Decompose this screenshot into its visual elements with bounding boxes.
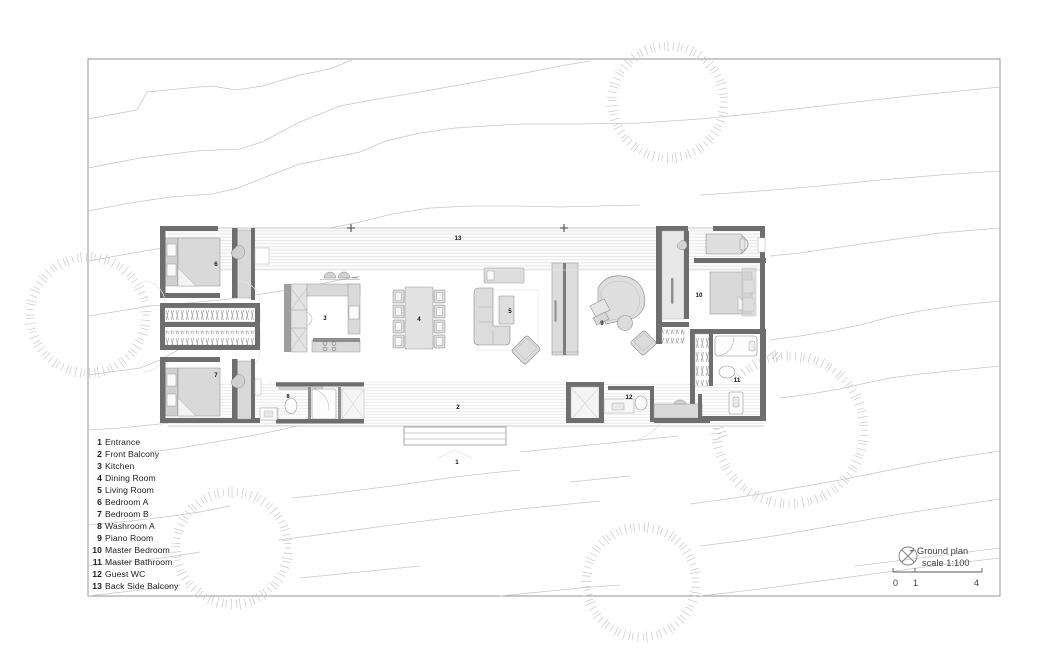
scale-tick-4: 4 [974, 578, 980, 588]
room-label-guest-wc: 12 [626, 394, 633, 401]
room-label-piano-room: 9 [600, 320, 604, 327]
legend-item-label: Back Side Balcony [105, 580, 179, 591]
legend-item-number: 1 [97, 437, 102, 447]
legend-item-number: 11 [92, 556, 102, 567]
legend-item-number: 13 [92, 580, 102, 591]
scale-bar-labels: 0 1 4 [893, 578, 983, 592]
tree-symbol [711, 351, 869, 509]
legend-item-number: 12 [92, 568, 102, 579]
room-label-washroom-a: 8 [286, 394, 289, 400]
tree-symbol [606, 40, 729, 164]
room-label-back-side-balcony: 13 [455, 235, 462, 242]
room-label-bedroom-b: 7 [214, 372, 218, 379]
legend-item-label: Master Bedroom [105, 544, 170, 555]
drawing-scale: scale 1:100 [922, 558, 970, 568]
kitchen [284, 271, 361, 353]
sheet-border [87, 58, 1001, 597]
scale-bar [892, 568, 983, 573]
entrance-steps [403, 426, 507, 459]
piano-room [589, 275, 657, 356]
legend-item-label: Living Room [105, 484, 154, 495]
drawing-title: Ground plan [917, 546, 969, 556]
legend-item-label: Front Balcony [105, 448, 160, 459]
master-bedroom [656, 226, 766, 344]
dining-room [392, 286, 446, 350]
legend-item-number: 2 [97, 448, 102, 459]
building-envelope [160, 226, 765, 421]
tree-symbol [580, 521, 701, 643]
room-label-living-room: 5 [508, 308, 512, 315]
north-arrow-icon [898, 546, 918, 566]
legend-item-label: Dining Room [105, 472, 156, 483]
legend-item-label: Master Bathroom [105, 556, 173, 567]
legend-item-label: Entrance [105, 437, 141, 447]
room-label-kitchen: 3 [323, 315, 327, 322]
legend-item-label: Bedroom B [105, 508, 149, 519]
scale-tick-1: 1 [913, 578, 919, 588]
room-label-master-bedroom: 10 [696, 292, 703, 299]
legend-item-label: Bedroom A [105, 496, 149, 507]
tree-symbols [25, 40, 869, 643]
legend-item-label: Piano Room [105, 532, 154, 543]
room-label-bedroom-a: 6 [214, 261, 218, 268]
room-label-entrance: 1 [455, 459, 459, 466]
legend-item-label: Washroom A [105, 520, 155, 531]
legend-item-number: 7 [97, 508, 102, 519]
legend-item-number: 6 [97, 496, 102, 507]
legend-item-number: 3 [97, 460, 102, 471]
legend-item-number: 10 [92, 544, 102, 555]
guest-wc [566, 382, 654, 423]
room-label-front-balcony: 2 [456, 404, 460, 411]
living-room [473, 267, 541, 365]
legend-item-number: 8 [97, 520, 102, 531]
bedroom-b [160, 357, 279, 423]
legend-item-number: 9 [97, 532, 102, 543]
entry-hall-console [631, 394, 728, 443]
room-label-master-bathroom: 11 [734, 377, 741, 384]
tree-symbol [170, 486, 293, 610]
bedroom-closets [142, 280, 261, 373]
legend-item-label: Kitchen [105, 460, 135, 471]
washroom-a [259, 382, 365, 424]
legend-item-number: 4 [97, 472, 102, 483]
center-partition-shelf [551, 262, 579, 356]
legend-item-number: 5 [97, 484, 102, 495]
tree-symbol [25, 251, 152, 378]
room-label-dining-room: 4 [417, 316, 421, 323]
legend-item-label: Guest WC [105, 568, 146, 579]
scale-tick-0: 0 [893, 578, 899, 588]
bedroom-a [160, 226, 270, 300]
